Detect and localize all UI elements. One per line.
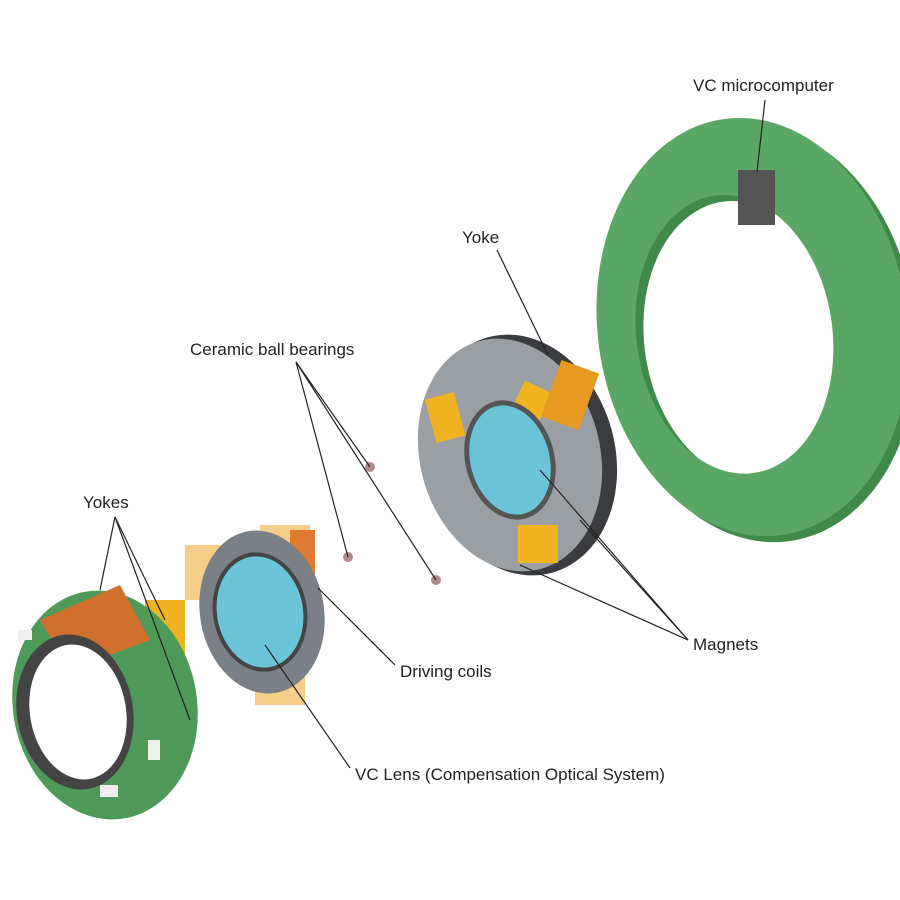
vc-lens-assembly (185, 525, 325, 705)
leader-lines (99, 99, 766, 769)
magnet-yoke-assembly (417, 334, 618, 576)
vc-circuit-board (596, 118, 900, 543)
label-yokes: Yokes (83, 493, 129, 512)
base-yoke-assembly (12, 585, 198, 820)
label-yoke: Yoke (462, 228, 500, 247)
vc-microcomputer-chip (738, 170, 775, 225)
label-ceramic-ball-bearings: Ceramic ball bearings (190, 340, 355, 359)
label-vc-lens: VC Lens (Compensation Optical System) (355, 765, 665, 784)
label-driving-coils: Driving coils (400, 662, 492, 681)
label-magnets: Magnets (693, 635, 759, 654)
label-vc-microcomputer: VC microcomputer (693, 76, 834, 95)
